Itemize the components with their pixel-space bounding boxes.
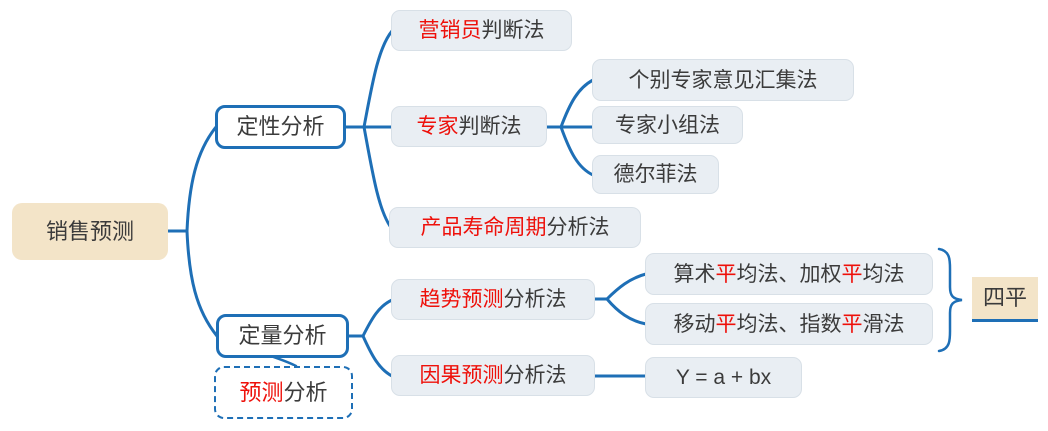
connector-root-to-quantitative: [185, 229, 219, 338]
node-salesman-judgment-method[interactable]: 营销员判断法: [391, 10, 572, 51]
connector-root-to-qualitative: [185, 125, 218, 233]
node-root-sales-forecast[interactable]: 销售预测: [12, 203, 168, 260]
connector-quantitative-to-trend: [361, 298, 394, 338]
text-segment: 销售预测: [45, 218, 134, 244]
connector-qualitative-to-lifecycle: [362, 125, 392, 228]
text-segment: 平: [715, 312, 737, 336]
text-segment: 分析法: [503, 364, 567, 387]
text-segment: 均法、指数: [736, 312, 842, 336]
text-segment: 专家: [416, 115, 459, 138]
text-segment: 均法: [862, 262, 905, 286]
text-segment: 平: [841, 312, 863, 336]
connector-qualitative-to-salesman: [362, 29, 394, 129]
node-causal-forecast-analysis[interactable]: 因果预测分析法: [391, 355, 595, 396]
text-segment: 因果预测: [419, 364, 504, 387]
text-segment: 趋势预测: [419, 288, 504, 311]
node-callout-forecast-analysis[interactable]: 预测分析: [214, 366, 353, 419]
text-segment: 个别专家意见汇集法: [628, 68, 818, 92]
text-segment: 产品寿命周期: [420, 216, 547, 239]
connector-trend-to-averages-b: [605, 297, 648, 326]
node-expert-judgment-method[interactable]: 专家判断法: [391, 106, 547, 147]
node-summary-siping[interactable]: 四平: [972, 277, 1038, 322]
text-segment: 平: [841, 262, 863, 286]
text-segment: 营销员: [418, 19, 482, 42]
node-individual-expert-opinion-method[interactable]: 个别专家意见汇集法: [592, 59, 854, 101]
node-trend-forecast-analysis[interactable]: 趋势预测分析法: [391, 279, 595, 320]
text-segment: 算术: [673, 262, 716, 286]
node-regression-formula[interactable]: Y = a + bx: [645, 357, 802, 398]
connector-expert-to-individual: [559, 78, 595, 129]
node-moving-average-exponential-smoothing[interactable]: 移动平均法、指数平滑法: [645, 303, 933, 345]
text-segment: 判断法: [458, 115, 522, 138]
text-segment: 分析法: [546, 216, 610, 239]
text-segment: 平: [715, 262, 737, 286]
node-expert-group-method[interactable]: 专家小组法: [592, 106, 743, 144]
node-delphi-method[interactable]: 德尔菲法: [592, 155, 719, 194]
connector-expert-to-delphi: [559, 125, 595, 177]
text-segment: 移动: [673, 312, 716, 336]
text-segment: 定量分析: [238, 323, 327, 348]
node-qualitative-analysis[interactable]: 定性分析: [215, 105, 346, 149]
text-segment: 预测: [239, 379, 284, 405]
text-segment: 判断法: [481, 19, 545, 42]
text-segment: 德尔菲法: [613, 163, 698, 186]
node-product-lifecycle-analysis[interactable]: 产品寿命周期分析法: [389, 207, 641, 248]
text-segment: 四平: [982, 285, 1027, 310]
text-segment: 定性分析: [236, 114, 325, 139]
node-arithmetic-weighted-average[interactable]: 算术平均法、加权平均法: [645, 253, 933, 295]
text-segment: Y = a + bx: [675, 366, 772, 389]
text-segment: 分析: [283, 379, 328, 405]
connector-quantitative-to-causal: [361, 334, 394, 378]
curly-brace-icon: [937, 247, 963, 353]
connector-trend-to-averages-a: [605, 272, 648, 301]
text-segment: 均法、加权: [736, 262, 842, 286]
node-quantitative-analysis[interactable]: 定量分析: [216, 314, 349, 358]
text-segment: 分析法: [503, 288, 567, 311]
text-segment: 滑法: [862, 312, 905, 336]
text-segment: 专家小组法: [615, 113, 720, 137]
